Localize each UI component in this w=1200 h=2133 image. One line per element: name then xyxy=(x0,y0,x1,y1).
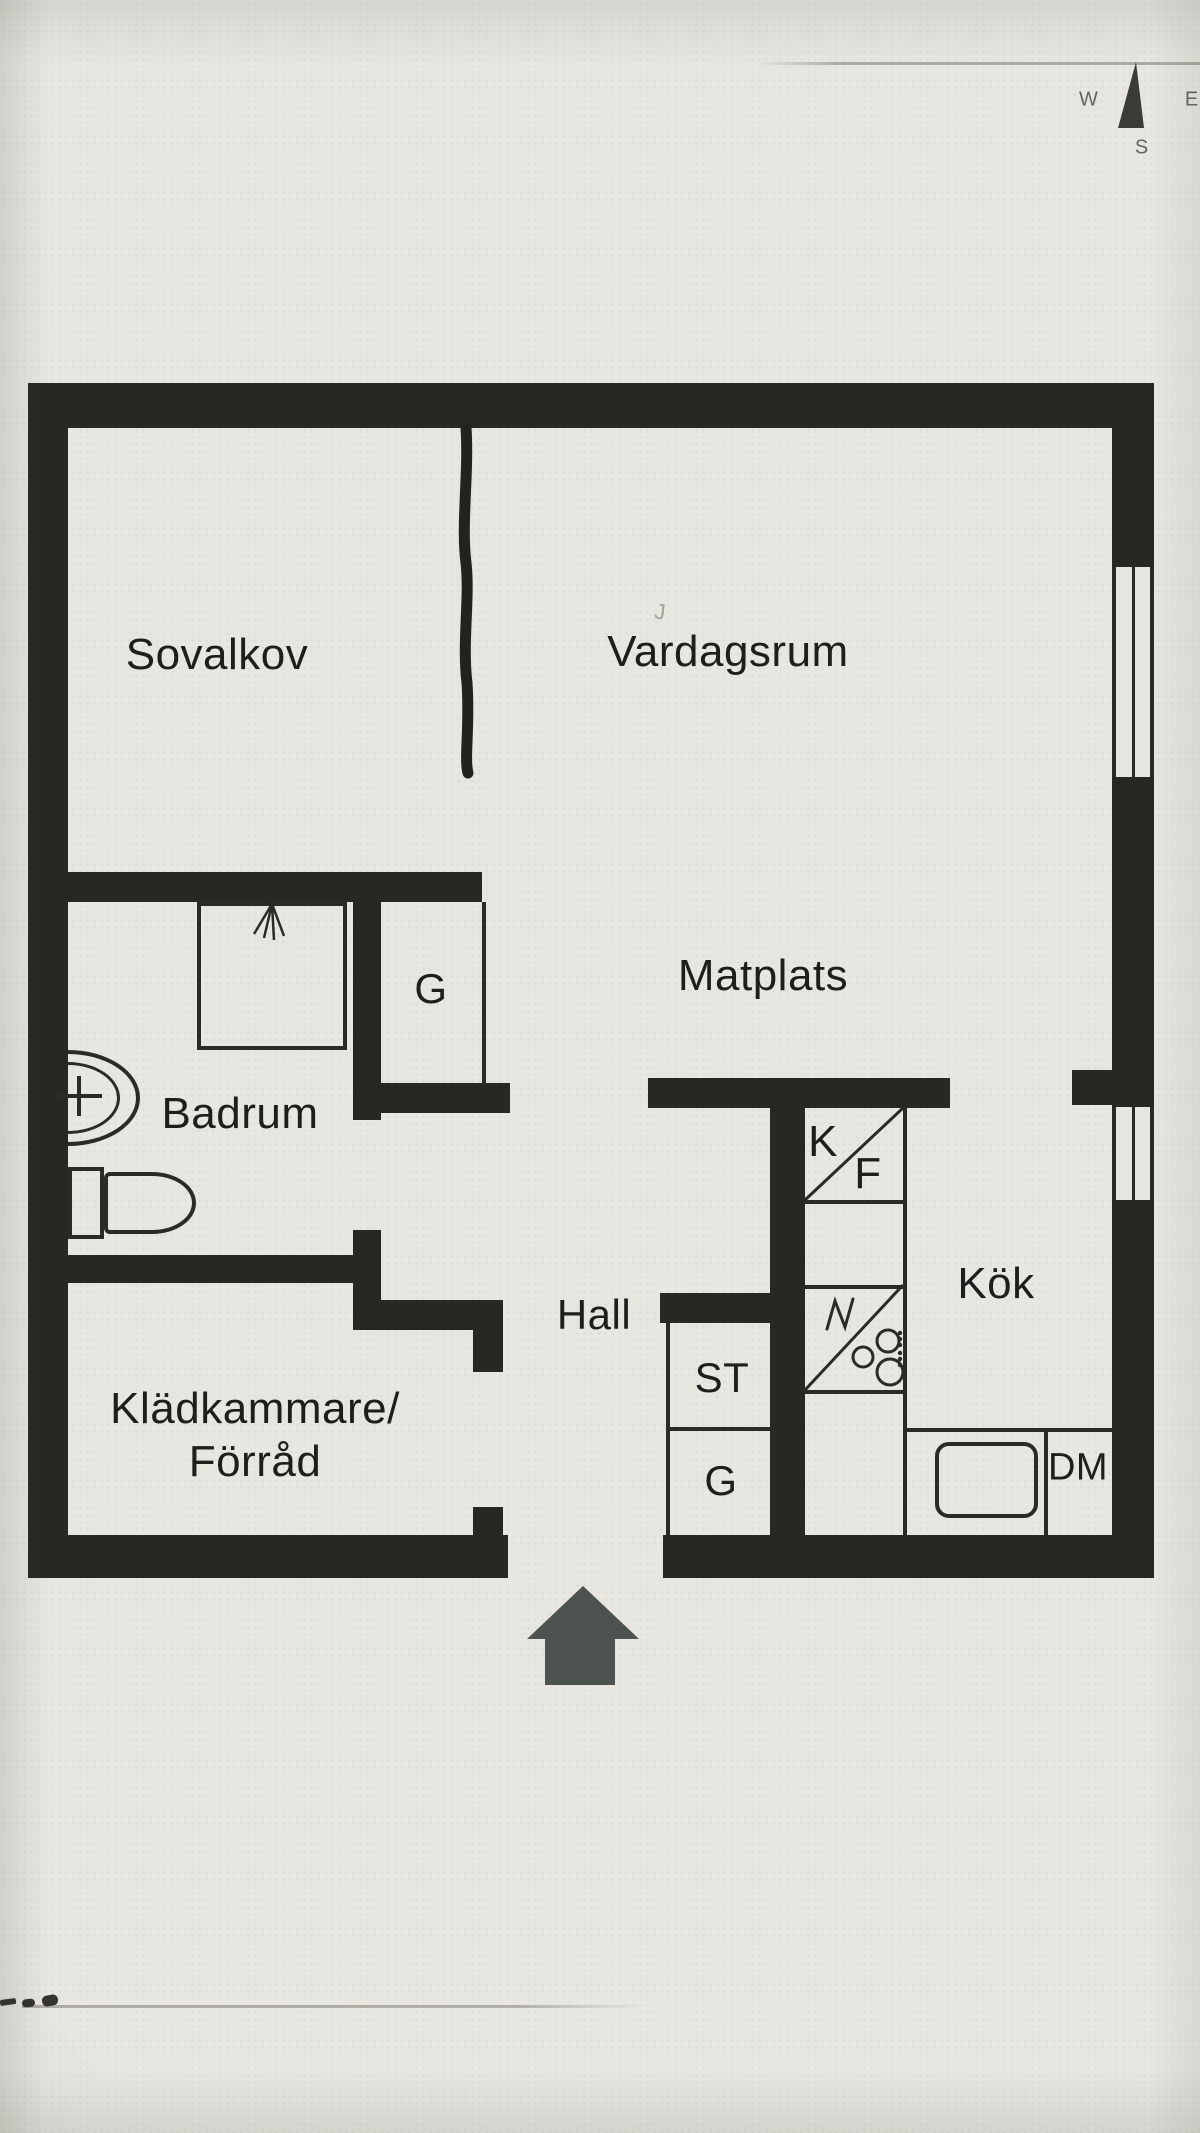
compass-rose: W E S xyxy=(1072,52,1200,162)
wall-st-top xyxy=(660,1293,770,1323)
line-kitchen-bench-front xyxy=(903,1108,907,1535)
toilet-tank xyxy=(68,1167,104,1239)
line-stove-bottom xyxy=(805,1390,903,1394)
line-bench-shelf xyxy=(805,1285,903,1289)
wall-right-upper xyxy=(1112,428,1154,567)
wall-kok-top xyxy=(648,1078,950,1108)
wall-bottom-left xyxy=(68,1535,508,1578)
wall-closet-bottom xyxy=(381,1083,510,1113)
line-sink-dm-divider xyxy=(1044,1432,1048,1535)
closet-label-st: ST xyxy=(694,1354,750,1401)
stove-icon xyxy=(803,1283,905,1392)
line-closet-g-front xyxy=(482,902,486,1083)
room-label-hall: Hall xyxy=(556,1291,632,1338)
electric-symbol xyxy=(825,1296,855,1332)
pen-mark-j: J xyxy=(653,598,667,625)
line-counter-front xyxy=(903,1428,1112,1432)
fixture-label-freezer: F xyxy=(854,1149,882,1198)
north-arrow-icon xyxy=(1118,62,1144,128)
kitchen-sink xyxy=(935,1442,1038,1518)
shower-head-icon xyxy=(252,903,286,941)
wall-hall-jog xyxy=(353,1300,503,1330)
closet-label-g-upper: G xyxy=(414,965,448,1012)
wall-kladkammare-doorpost-upper xyxy=(473,1330,503,1372)
pen-scribble-1 xyxy=(0,1997,17,2007)
fridge-freezer-diagonal xyxy=(803,1106,905,1202)
window-vardagsrum xyxy=(1112,567,1154,777)
room-label-kladkammare: Klädkammare/ xyxy=(110,1384,400,1433)
line-kf-bottom xyxy=(805,1200,903,1204)
wall-left xyxy=(28,428,68,1578)
fixture-label-fridge: K xyxy=(808,1117,838,1166)
room-label-vardagsrum: Vardagsrum xyxy=(607,627,849,676)
wall-top xyxy=(28,383,1154,428)
wall-badrum-right xyxy=(353,902,381,1120)
room-label-forrad: Förråd xyxy=(188,1437,322,1486)
wall-right-middle xyxy=(1112,777,1154,1107)
wall-kladkammare-doorpost-lower xyxy=(473,1507,503,1535)
sink-tap-vertical xyxy=(77,1076,81,1116)
wall-kladkammare-top xyxy=(68,1255,353,1283)
wall-bottom-right xyxy=(663,1535,1112,1578)
line-st-g-divider xyxy=(666,1427,770,1431)
wall-sovalkov-divider xyxy=(458,422,474,779)
wall-badrum-top xyxy=(68,872,482,902)
pen-scribble-2 xyxy=(21,1998,36,2008)
window-kok xyxy=(1112,1107,1154,1200)
room-label-badrum: Badrum xyxy=(161,1089,319,1138)
toilet-bowl xyxy=(104,1172,196,1234)
paper-crease-bottom xyxy=(22,2005,642,2008)
room-label-sovalkov: Sovalkov xyxy=(125,630,309,679)
compass-south-label: S xyxy=(1134,136,1150,159)
room-label-kok: Kök xyxy=(957,1259,1035,1308)
wall-hall-kok xyxy=(770,1108,805,1535)
wall-kok-doorpost-right xyxy=(1072,1070,1112,1105)
fixture-label-dishwasher: DM xyxy=(1047,1446,1109,1489)
entrance-arrow-icon xyxy=(527,1586,639,1685)
compass-west-label: W xyxy=(1079,88,1099,111)
room-label-matplats: Matplats xyxy=(677,951,849,1000)
pen-scribble-3 xyxy=(41,1993,59,2008)
compass-east-label: E xyxy=(1184,88,1200,111)
wall-right-lower xyxy=(1112,1200,1154,1578)
closet-label-g-lower: G xyxy=(704,1457,738,1504)
